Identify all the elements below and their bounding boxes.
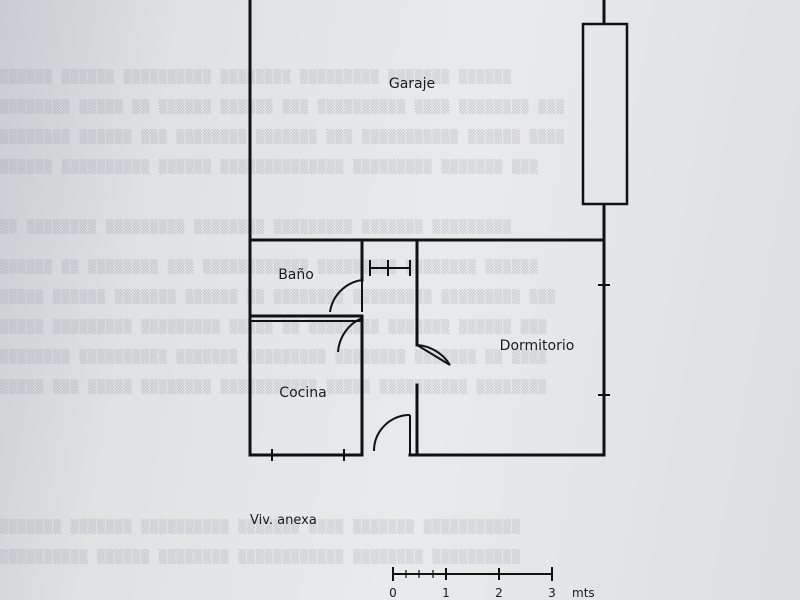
bleed-through-line: ▒▒ ▒▒▒▒▒▒▒▒ ▒▒▒▒▒▒▒▒▒ ▒▒▒▒▒▒▒▒ ▒▒▒▒▒▒▒▒▒… xyxy=(0,220,512,235)
bleed-through-line: ▒▒▒▒▒▒▒▒▒▒ ▒▒▒▒▒▒ ▒▒▒▒▒▒▒▒ ▒▒▒▒▒▒▒▒▒▒▒▒ … xyxy=(0,550,521,565)
kitchen-label: Cocina xyxy=(279,385,326,401)
plan-caption: Viv. anexa xyxy=(250,513,317,528)
scale-tick-1: 1 xyxy=(442,586,450,600)
bleed-through-line: ▒▒▒▒▒ ▒▒▒ ▒▒▒▒▒ ▒▒▒▒▒▒▒▒ ▒▒▒▒▒▒▒▒▒▒▒ ▒▒▒… xyxy=(0,380,548,395)
scale-tick-2: 2 xyxy=(495,586,503,600)
bleed-through-line: ▒▒▒▒▒▒ ▒▒ ▒▒▒▒▒▒▒▒ ▒▒▒ ▒▒▒▒▒▒▒▒▒▒▒▒ ▒▒▒▒… xyxy=(0,260,539,275)
bathroom-door-swing xyxy=(329,279,363,313)
garage-door xyxy=(581,22,629,206)
bathroom-label: Baño xyxy=(278,267,314,283)
bedroom-label: Dormitorio xyxy=(500,338,575,354)
bleed-through-line: ▒▒▒▒▒▒▒▒ ▒▒▒▒▒▒ ▒▒▒ ▒▒▒▒▒▒▒▒ ▒▒▒▒▒▒▒ ▒▒▒… xyxy=(0,130,565,145)
bleed-through-line: ▒▒▒▒▒▒▒▒ ▒▒▒▒▒▒▒▒▒▒ ▒▒▒▒▒▒▒ ▒▒▒▒▒▒▒▒▒ ▒▒… xyxy=(0,350,548,365)
entrance-door-swing xyxy=(373,414,411,452)
bleed-through-line: ▒▒▒▒▒▒ ▒▒▒▒▒▒▒▒▒▒ ▒▒▒▒▒▒ ▒▒▒▒▒▒▒▒▒▒▒▒▒▒ … xyxy=(0,160,539,175)
scale-bar: 0 1 2 3 mts xyxy=(389,567,595,600)
scale-tick-3: 3 xyxy=(548,586,556,600)
scale-unit: mts xyxy=(572,586,595,600)
bedroom-door-swing xyxy=(416,344,451,366)
bleed-through-line: ▒▒▒▒▒▒▒ ▒▒▒▒▒▒▒ ▒▒▒▒▒▒▒▒▒▒ ▒▒▒▒▒▒▒ ▒▒▒▒ … xyxy=(0,520,521,535)
bleed-through-line: ▒▒▒▒▒▒ ▒▒▒▒▒▒ ▒▒▒▒▒▒▒▒▒▒ ▒▒▒▒▒▒▒▒ ▒▒▒▒▒▒… xyxy=(0,70,512,85)
scale-tick-0: 0 xyxy=(389,586,397,600)
bleed-through-line: ▒▒▒▒▒▒▒▒ ▒▒▒▒▒ ▒▒ ▒▒▒▒▒▒ ▒▒▒▒▒▒ ▒▒▒ ▒▒▒▒… xyxy=(0,100,565,115)
kitchen-door-swing xyxy=(337,317,363,353)
garage-label: Garaje xyxy=(389,76,435,92)
bleed-through-line: ▒▒▒▒▒ ▒▒▒▒▒▒▒▒▒ ▒▒▒▒▒▒▒▒▒ ▒▒▒▒▒ ▒▒ ▒▒▒▒▒… xyxy=(0,320,548,335)
